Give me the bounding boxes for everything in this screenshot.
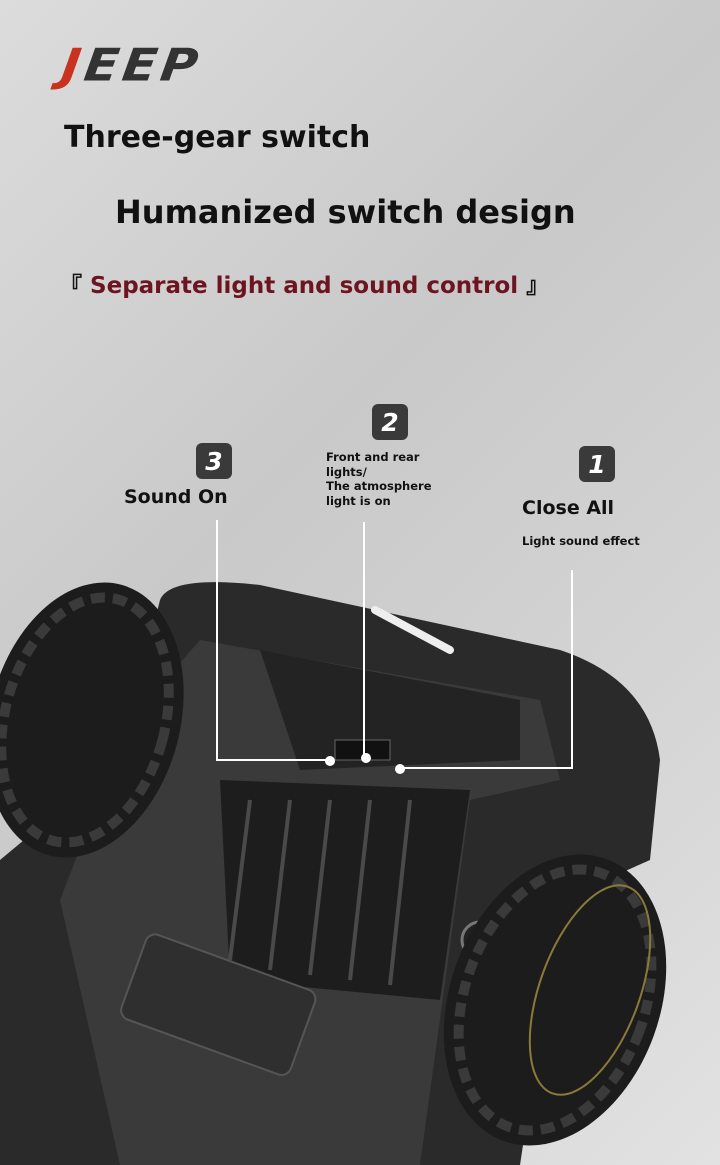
callout-line-1: [400, 570, 573, 769]
headline: Three-gear switch: [64, 120, 371, 155]
mode-1-subtitle: Light sound effect: [522, 534, 640, 548]
callout-line-3: [216, 520, 330, 761]
switch-point-3: [325, 756, 335, 766]
tagline-text: Separate light and sound control: [90, 273, 519, 299]
mode-2-line: light is on: [326, 493, 391, 508]
tagline: 『 Separate light and sound control 』: [60, 268, 548, 300]
mode-2-badge: 2: [372, 404, 408, 440]
mode-2-line: The atmosphere: [326, 479, 432, 493]
close-bracket: 』: [526, 274, 549, 299]
mode-2-line: Front and rear: [326, 450, 420, 464]
logo-rest: EEP: [80, 38, 206, 92]
mode-3-badge: 3: [196, 443, 232, 479]
mode-2-line: lights/: [326, 464, 367, 479]
mode-2-description: Front and rear lights/ The atmosphere li…: [326, 450, 432, 508]
subheadline: Humanized switch design: [115, 193, 576, 231]
mode-1-badge: 1: [579, 446, 615, 482]
switch-point-2: [361, 753, 371, 763]
switch-point-1: [395, 764, 405, 774]
jeep-logo: JEEP: [58, 39, 205, 91]
open-bracket: 『: [60, 274, 83, 299]
mode-1-title: Close All: [522, 497, 615, 519]
mode-3-title: Sound On: [124, 486, 228, 508]
